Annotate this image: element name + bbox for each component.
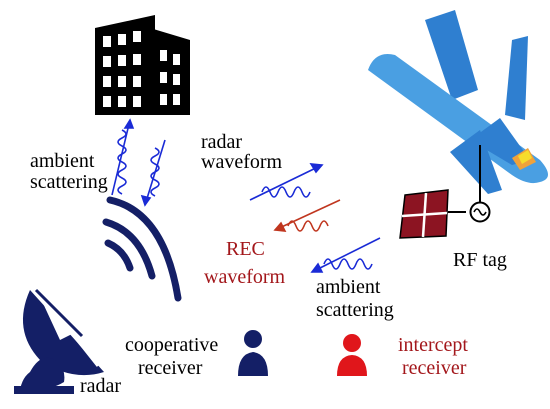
label-ambient-scattering-left-line2: scattering	[30, 171, 108, 193]
rec-waveform-wave	[273, 199, 341, 232]
radar-dish-icon	[14, 286, 105, 394]
airplane-icon	[368, 10, 548, 196]
label-intercept-receiver-line2: receiver	[402, 357, 467, 379]
label-ambient-scattering-right-line2: scattering	[316, 299, 394, 321]
label-cooperative-receiver-line2: receiver	[138, 357, 203, 379]
label-rec-waveform-line1: REC	[226, 238, 265, 260]
office-building-icon	[95, 15, 190, 115]
rf-tag-panel-icon	[399, 189, 449, 239]
label-rf-tag: RF tag	[453, 249, 507, 271]
label-intercept-receiver-line1: intercept	[398, 334, 468, 356]
label-rec-waveform-line2: waveform	[204, 266, 286, 288]
person-icon	[337, 334, 367, 376]
label-ambient-scattering-left-line1: ambient	[30, 150, 95, 172]
label-radar-waveform-line1: radar	[201, 131, 242, 153]
radio-waves-icon	[102, 196, 182, 302]
radar-waveform-wave-right	[249, 163, 324, 201]
label-ambient-scattering-right-line1: ambient	[316, 276, 381, 298]
label-cooperative-receiver-line1: cooperative	[125, 334, 218, 356]
ambient-scattering-wave-right	[310, 237, 381, 273]
label-radar-waveform-line2: waveform	[201, 151, 283, 173]
label-radar: radar	[80, 375, 121, 397]
ac-source-icon	[469, 201, 491, 223]
person-icon	[238, 330, 268, 376]
radar-waveform-wave-left	[140, 139, 166, 207]
ambient-scattering-wave-left	[111, 118, 135, 196]
